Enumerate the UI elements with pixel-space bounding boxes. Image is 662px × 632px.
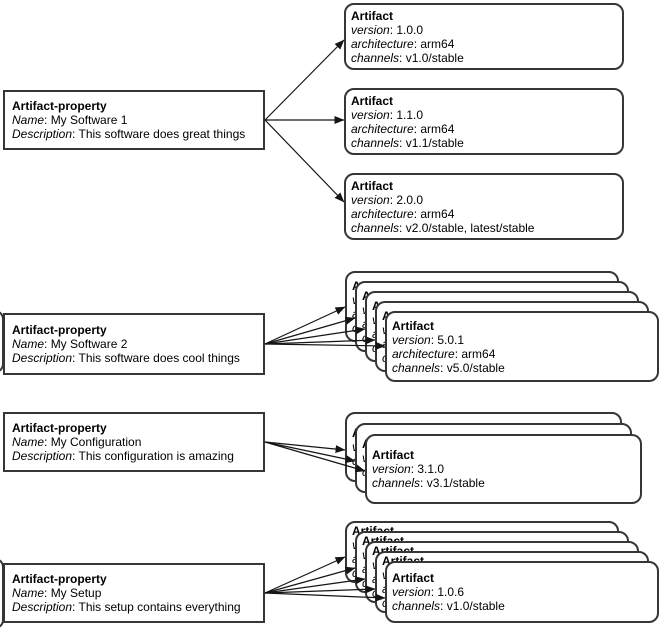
artifact-field-label: channels	[392, 599, 441, 613]
artifact-field-version: version3.1.0	[372, 462, 634, 476]
artifact-field-label: architecture	[351, 36, 414, 51]
artifact-field-label: version	[351, 107, 390, 122]
property-field-label: Name	[12, 337, 45, 351]
artifact-field-version: version1.0.0	[351, 23, 616, 37]
artifact-field-label: channels	[351, 220, 400, 235]
artifact-field-channels: channelsv2.0/stable, latest/stable	[351, 221, 616, 235]
property-field-label: Description	[12, 449, 73, 463]
artifact-field-value: 2.0.0	[390, 193, 423, 207]
artifact-field-architecture: architecturearm64	[351, 207, 616, 221]
property-field-description: DescriptionThis software does cool thing…	[12, 351, 256, 365]
property-field-value: My Software 2	[44, 337, 127, 351]
artifact-field-label: channels	[372, 476, 421, 490]
property-field-label: Description	[12, 127, 73, 141]
property-field-value: This software does cool things	[72, 351, 240, 365]
property-field-name: NameMy Software 1	[12, 113, 256, 127]
artifact-box: Artifactversion1.1.0architecturearm64cha…	[344, 88, 624, 155]
artifact-field-version: version2.0.0	[351, 193, 616, 207]
artifact-field-label: version	[392, 585, 431, 599]
artifact-field-value: v1.0/stable	[440, 599, 505, 613]
artifact-field-architecture: architecturearm64	[392, 347, 651, 361]
artifact-title: Artifact	[372, 448, 415, 462]
property-field-value: This software does great things	[72, 127, 245, 141]
property-field-name: NameMy Configuration	[12, 435, 256, 449]
property-field-name: NameMy Software 2	[12, 337, 256, 351]
property-field-value: This setup contains everything	[72, 600, 241, 614]
artifact-property-box: Artifact-propertyNameMy SetupDescription…	[3, 563, 265, 623]
artifact-field-channels: channelsv1.0/stable	[351, 51, 616, 65]
property-field-label: Description	[12, 351, 73, 365]
artifact-field-label: version	[351, 22, 390, 37]
artifact-field-channels: channelsv3.1/stable	[372, 476, 634, 490]
artifact-property-box: Artifact-propertyNameMy Software 2Descri…	[3, 313, 265, 375]
artifact-box: Artifactversion1.0.6channelsv1.0/stable	[385, 561, 659, 623]
property-field-value: My Setup	[44, 586, 101, 600]
artifact-field-value: arm64	[455, 347, 496, 361]
property-field-name: NameMy Setup	[12, 586, 256, 600]
property-field-description: DescriptionThis software does great thin…	[12, 127, 256, 141]
artifact-field-value: v1.1/stable	[399, 136, 464, 150]
artifact-field-value: v2.0/stable, latest/stable	[399, 221, 534, 235]
artifact-title: Artifact	[351, 178, 394, 193]
artifact-field-value: arm64	[414, 207, 455, 221]
artifact-field-channels: channelsv1.0/stable	[392, 599, 651, 613]
property-field-value: My Configuration	[44, 435, 141, 449]
artifact-box: Artifactversion3.1.0channelsv3.1/stable	[365, 434, 642, 504]
artifact-field-label: architecture	[351, 121, 414, 136]
artifact-field-label: channels	[392, 360, 441, 375]
artifact-field-architecture: architecturearm64	[351, 37, 616, 51]
artifact-property-title: Artifact-property	[12, 99, 107, 113]
property-field-label: Name	[12, 586, 45, 600]
artifact-field-label: architecture	[351, 206, 414, 221]
artifact-property-title: Artifact-property	[12, 323, 107, 337]
artifact-field-version: version1.0.6	[392, 585, 651, 599]
artifact-box: Artifactversion5.0.1architecturearm64cha…	[385, 311, 659, 382]
artifact-field-version: version5.0.1	[392, 333, 651, 347]
artifact-field-channels: channelsv1.1/stable	[351, 136, 616, 150]
artifact-box: Artifactversion1.0.0architecturearm64cha…	[344, 3, 624, 70]
artifact-field-value: 1.1.0	[390, 108, 423, 122]
artifact-field-value: arm64	[414, 122, 455, 136]
artifact-box: Artifactversion2.0.0architecturearm64cha…	[344, 173, 624, 240]
artifact-field-label: channels	[351, 135, 400, 150]
artifact-property-box: Artifact-propertyNameMy ConfigurationDes…	[3, 412, 265, 472]
artifact-field-value: arm64	[414, 37, 455, 51]
artifact-field-value: 1.0.0	[390, 23, 423, 37]
artifact-field-label: version	[372, 462, 411, 476]
artifact-field-label: version	[392, 332, 431, 347]
artifact-title: Artifact	[392, 318, 435, 333]
artifact-property-title: Artifact-property	[12, 421, 107, 435]
artifact-field-channels: channelsv5.0/stable	[392, 361, 651, 375]
property-field-description: DescriptionThis configuration is amazing	[12, 449, 256, 463]
property-field-description: DescriptionThis setup contains everythin…	[12, 600, 256, 614]
artifact-field-version: version1.1.0	[351, 108, 616, 122]
artifact-field-value: 5.0.1	[431, 333, 464, 347]
artifact-field-architecture: architecturearm64	[351, 122, 616, 136]
artifact-field-label: channels	[351, 50, 400, 65]
property-field-label: Description	[12, 600, 73, 614]
property-field-label: Name	[12, 435, 45, 449]
artifact-field-value: 1.0.6	[431, 585, 464, 599]
property-field-value: This configuration is amazing	[72, 449, 234, 463]
artifact-field-label: architecture	[392, 346, 455, 361]
property-field-value: My Software 1	[44, 113, 127, 127]
artifact-field-value: v3.1/stable	[420, 476, 485, 490]
artifact-property-box: Artifact-propertyNameMy Software 1Descri…	[3, 90, 265, 150]
artifact-field-value: v1.0/stable	[399, 51, 464, 65]
property-field-label: Name	[12, 113, 45, 127]
artifact-property-title: Artifact-property	[12, 572, 107, 586]
artifact-field-label: version	[351, 192, 390, 207]
artifact-title: Artifact	[351, 93, 394, 108]
artifact-field-value: v5.0/stable	[440, 361, 505, 375]
artifact-title: Artifact	[351, 8, 394, 23]
artifact-title: Artifact	[392, 571, 435, 585]
artifact-field-value: 3.1.0	[411, 462, 444, 476]
